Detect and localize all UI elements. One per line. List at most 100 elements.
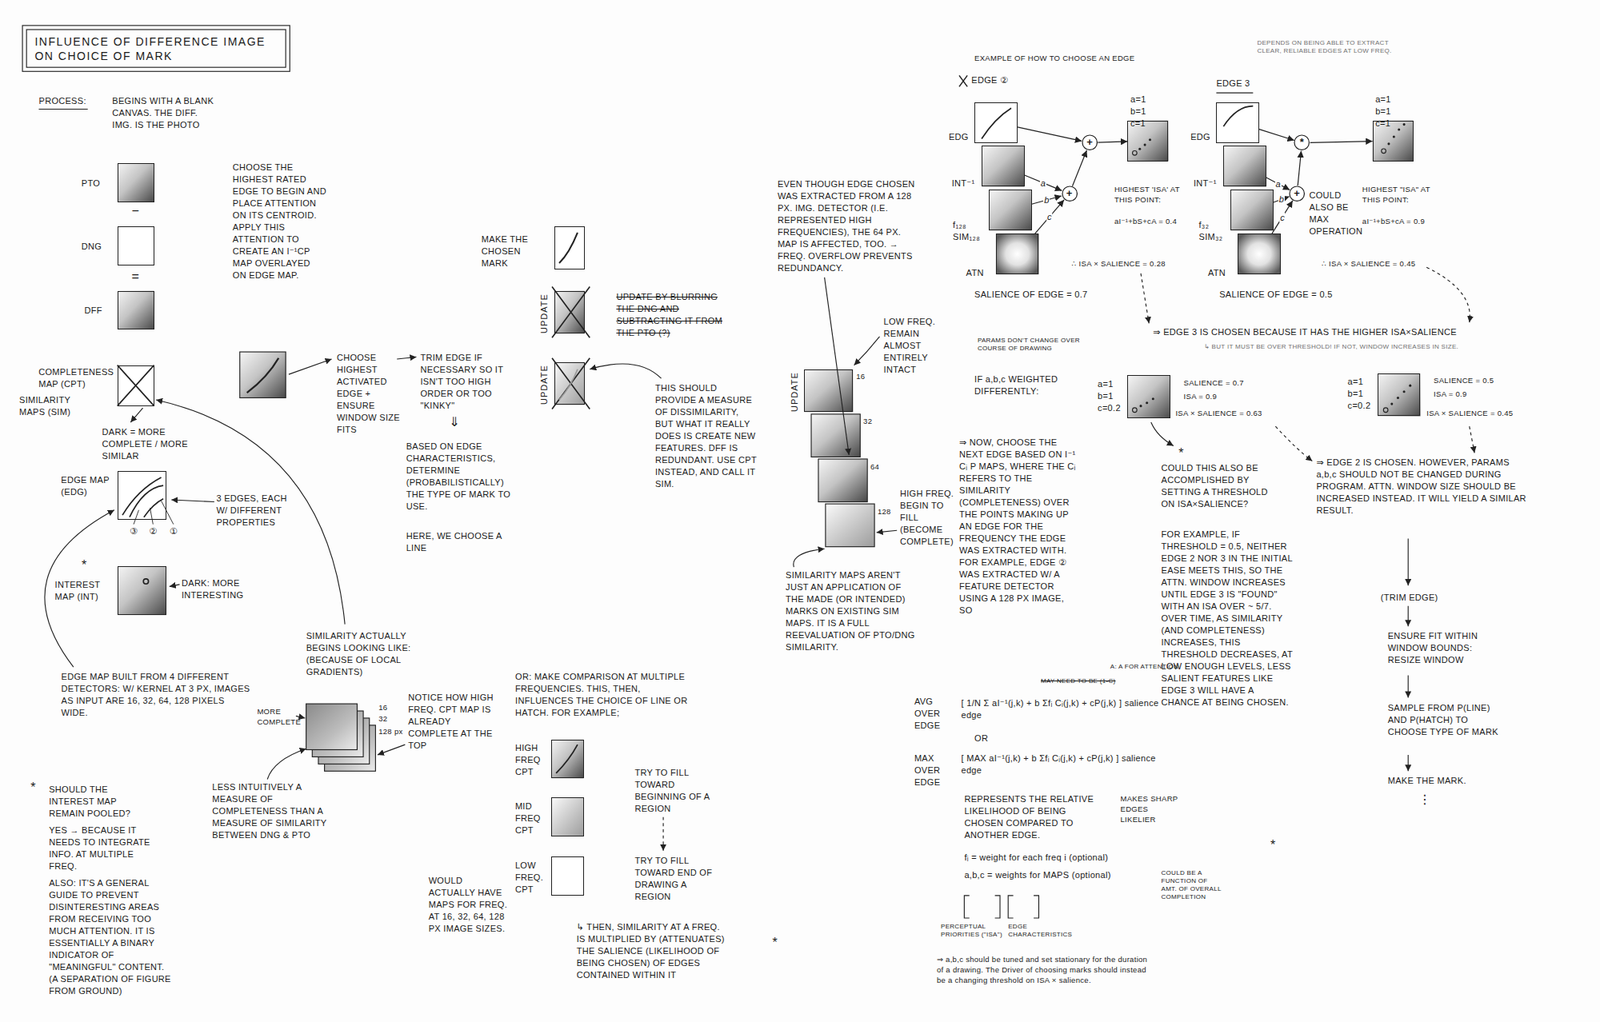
note-text: TRY TO FILL TOWARD END OF DRAWING A REGI… bbox=[634, 855, 716, 904]
edge-label: c bbox=[1279, 212, 1286, 223]
map-box: LOW FREQ. CPT bbox=[551, 856, 584, 896]
node-label: a=1 b=1 c=0.2 bbox=[1348, 376, 1373, 412]
connector bbox=[1259, 129, 1295, 141]
note-text: TRIM EDGE IF NECESSARY SO IT ISN'T TOO H… bbox=[420, 352, 511, 412]
leader-arrow bbox=[1408, 755, 1409, 772]
edge-label: b bbox=[1043, 195, 1050, 205]
connector bbox=[1024, 175, 1063, 191]
note-text: ISA × SALIENCE = 0.63 bbox=[1175, 408, 1262, 419]
note-text: 128 px bbox=[378, 726, 403, 737]
map-fill bbox=[974, 102, 1018, 144]
node-label: a=1 b=1 c=1 bbox=[1375, 93, 1396, 130]
title-frame bbox=[26, 29, 286, 68]
map-box: a=1 b=1 c=1 bbox=[1127, 120, 1168, 162]
note-text: ∴ ISA × SALIENCE = 0.28 bbox=[1071, 258, 1166, 269]
sketch-stroke bbox=[559, 369, 578, 400]
note-text: 128 bbox=[877, 506, 892, 517]
node-label: INTEREST MAP (INT) bbox=[55, 579, 117, 604]
sketch-stroke bbox=[981, 108, 1012, 139]
underline bbox=[38, 108, 88, 110]
note-text: SHOULD THE INTEREST MAP REMAIN POOLED? bbox=[48, 784, 152, 820]
note-text: 32 bbox=[863, 416, 872, 427]
sketch-stroke bbox=[556, 744, 578, 774]
note-text: 64 bbox=[870, 461, 880, 472]
note-text: WOULD ACTUALLY HAVE MAPS FOR FREQ. AT 16… bbox=[428, 875, 509, 936]
note-text: ⇒ EDGE 3 IS CHOSEN BECAUSE IT HAS THE HI… bbox=[1152, 326, 1457, 339]
map-fill bbox=[1216, 102, 1260, 144]
map-fill bbox=[1230, 189, 1274, 231]
note-text: ⋮ bbox=[1418, 793, 1432, 807]
dot-trail bbox=[1138, 148, 1141, 151]
note-text: ⇒ EDGE 2 IS CHOSEN. HOWEVER, PARAMS a,b,… bbox=[1316, 456, 1531, 517]
edge-label: b bbox=[1278, 194, 1285, 204]
bracket bbox=[964, 896, 1000, 919]
edge-label: a bbox=[1040, 178, 1047, 188]
bracket bbox=[1008, 896, 1039, 919]
note-text: TRY TO FILL TOWARD BEGINNING OF A REGION bbox=[634, 767, 716, 816]
leader-arrow bbox=[171, 500, 215, 503]
map-fill bbox=[981, 145, 1025, 187]
map-fill bbox=[551, 797, 584, 836]
operator-circle: * bbox=[1293, 134, 1310, 151]
node-label: a=1 b=1 c=1 bbox=[1130, 93, 1152, 130]
note-text: SALIENCE OF EDGE = 0.5 bbox=[1219, 288, 1332, 301]
leader-arrow bbox=[1426, 267, 1470, 323]
note-text: EDGE CHARACTERISTICS bbox=[1008, 923, 1080, 940]
dot-ring bbox=[1132, 408, 1138, 413]
note-text: HERE, WE CHOOSE A LINE bbox=[406, 530, 524, 555]
title-text: INFLUENCE OF DIFFERENCE IMAGE ON CHOICE … bbox=[34, 34, 280, 64]
note-text: * bbox=[1178, 447, 1184, 460]
node-label: UPDATE bbox=[538, 293, 551, 334]
leader-arrow bbox=[1469, 426, 1475, 453]
note-text: DEPENDS ON BEING ABLE TO EXTRACT CLEAR, … bbox=[1256, 39, 1400, 56]
leader-arrow bbox=[396, 356, 416, 360]
map-box: UPDATE bbox=[554, 291, 585, 335]
note-text: 3 EDGES, EACH W/ DIFFERENT PROPERTIES bbox=[216, 492, 290, 529]
sketch-stroke bbox=[144, 499, 164, 518]
note-text: EXAMPLE OF HOW TO CHOOSE AN EDGE bbox=[974, 52, 1135, 64]
note-text: * bbox=[1270, 839, 1276, 852]
leader-arrow bbox=[156, 400, 345, 625]
map-fill bbox=[988, 189, 1032, 231]
sketch-stroke bbox=[1223, 106, 1253, 128]
leader-arrow bbox=[589, 364, 661, 379]
title-frame bbox=[22, 25, 290, 72]
node-label: MAKE THE CHOSEN MARK bbox=[481, 233, 545, 270]
node-label: a=1 b=1 c=0.2 bbox=[1097, 378, 1123, 415]
connector bbox=[1097, 141, 1128, 143]
node-label: EDG bbox=[1190, 131, 1211, 144]
dot-trail bbox=[1152, 397, 1155, 400]
note-text: [ 1/N Σ aI⁻¹(j,k) + b Σfᵢ Cᵢ(j,k) + cP(j… bbox=[961, 697, 1166, 722]
dot-ring bbox=[1383, 408, 1388, 413]
map-box: EDG bbox=[974, 102, 1018, 144]
note-text: ① bbox=[169, 525, 178, 538]
note-text: ENSURE FIT WITHIN WINDOW BOUNDS: RESIZE … bbox=[1388, 630, 1491, 667]
note-text: OR bbox=[974, 732, 988, 745]
bracket bbox=[964, 896, 1039, 919]
leader-arrow bbox=[377, 744, 405, 756]
map-box: MAKE THE CHOSEN MARK bbox=[554, 226, 585, 270]
sketch-stroke bbox=[117, 106, 1254, 774]
map-fill bbox=[1223, 145, 1267, 187]
sketch-stroke bbox=[117, 365, 155, 407]
note-text: NOTICE HOW HIGH FREQ. CPT MAP IS ALREADY… bbox=[408, 692, 498, 752]
note-text: MAKES SHARP EDGES LIKELIER bbox=[1120, 793, 1183, 825]
dot-trail bbox=[1397, 128, 1400, 131]
note-text: ∴ ISA × SALIENCE = 0.45 bbox=[1321, 258, 1416, 269]
leader-arrow bbox=[663, 817, 664, 852]
map-fill bbox=[117, 291, 155, 330]
dot-trail bbox=[1139, 404, 1142, 408]
map-fill bbox=[117, 365, 155, 407]
map-box: COMPLETENESS MAP (CPT)SIMILARITY MAPS (S… bbox=[117, 365, 155, 407]
operator-circle: + bbox=[1061, 185, 1078, 202]
note-text: OR: MAKE COMPARISON AT MULTIPLE FREQUENC… bbox=[515, 671, 694, 720]
note-text: REPRESENTS THE RELATIVE LIKELIHOOD OF BE… bbox=[964, 793, 1097, 842]
note-text: YES → BECAUSE IT NEEDS TO INTEGRATE INFO… bbox=[48, 824, 161, 873]
sketch-stroke bbox=[122, 477, 161, 516]
node-label: ATN bbox=[1208, 267, 1226, 280]
map-box: a=1 b=1 c=0.2 bbox=[1377, 373, 1421, 417]
map-fill bbox=[551, 740, 584, 779]
node-label: MID FREQ CPT bbox=[515, 800, 550, 837]
note-text: fᵢ = weight for each freq i (optional) bbox=[964, 852, 1108, 864]
